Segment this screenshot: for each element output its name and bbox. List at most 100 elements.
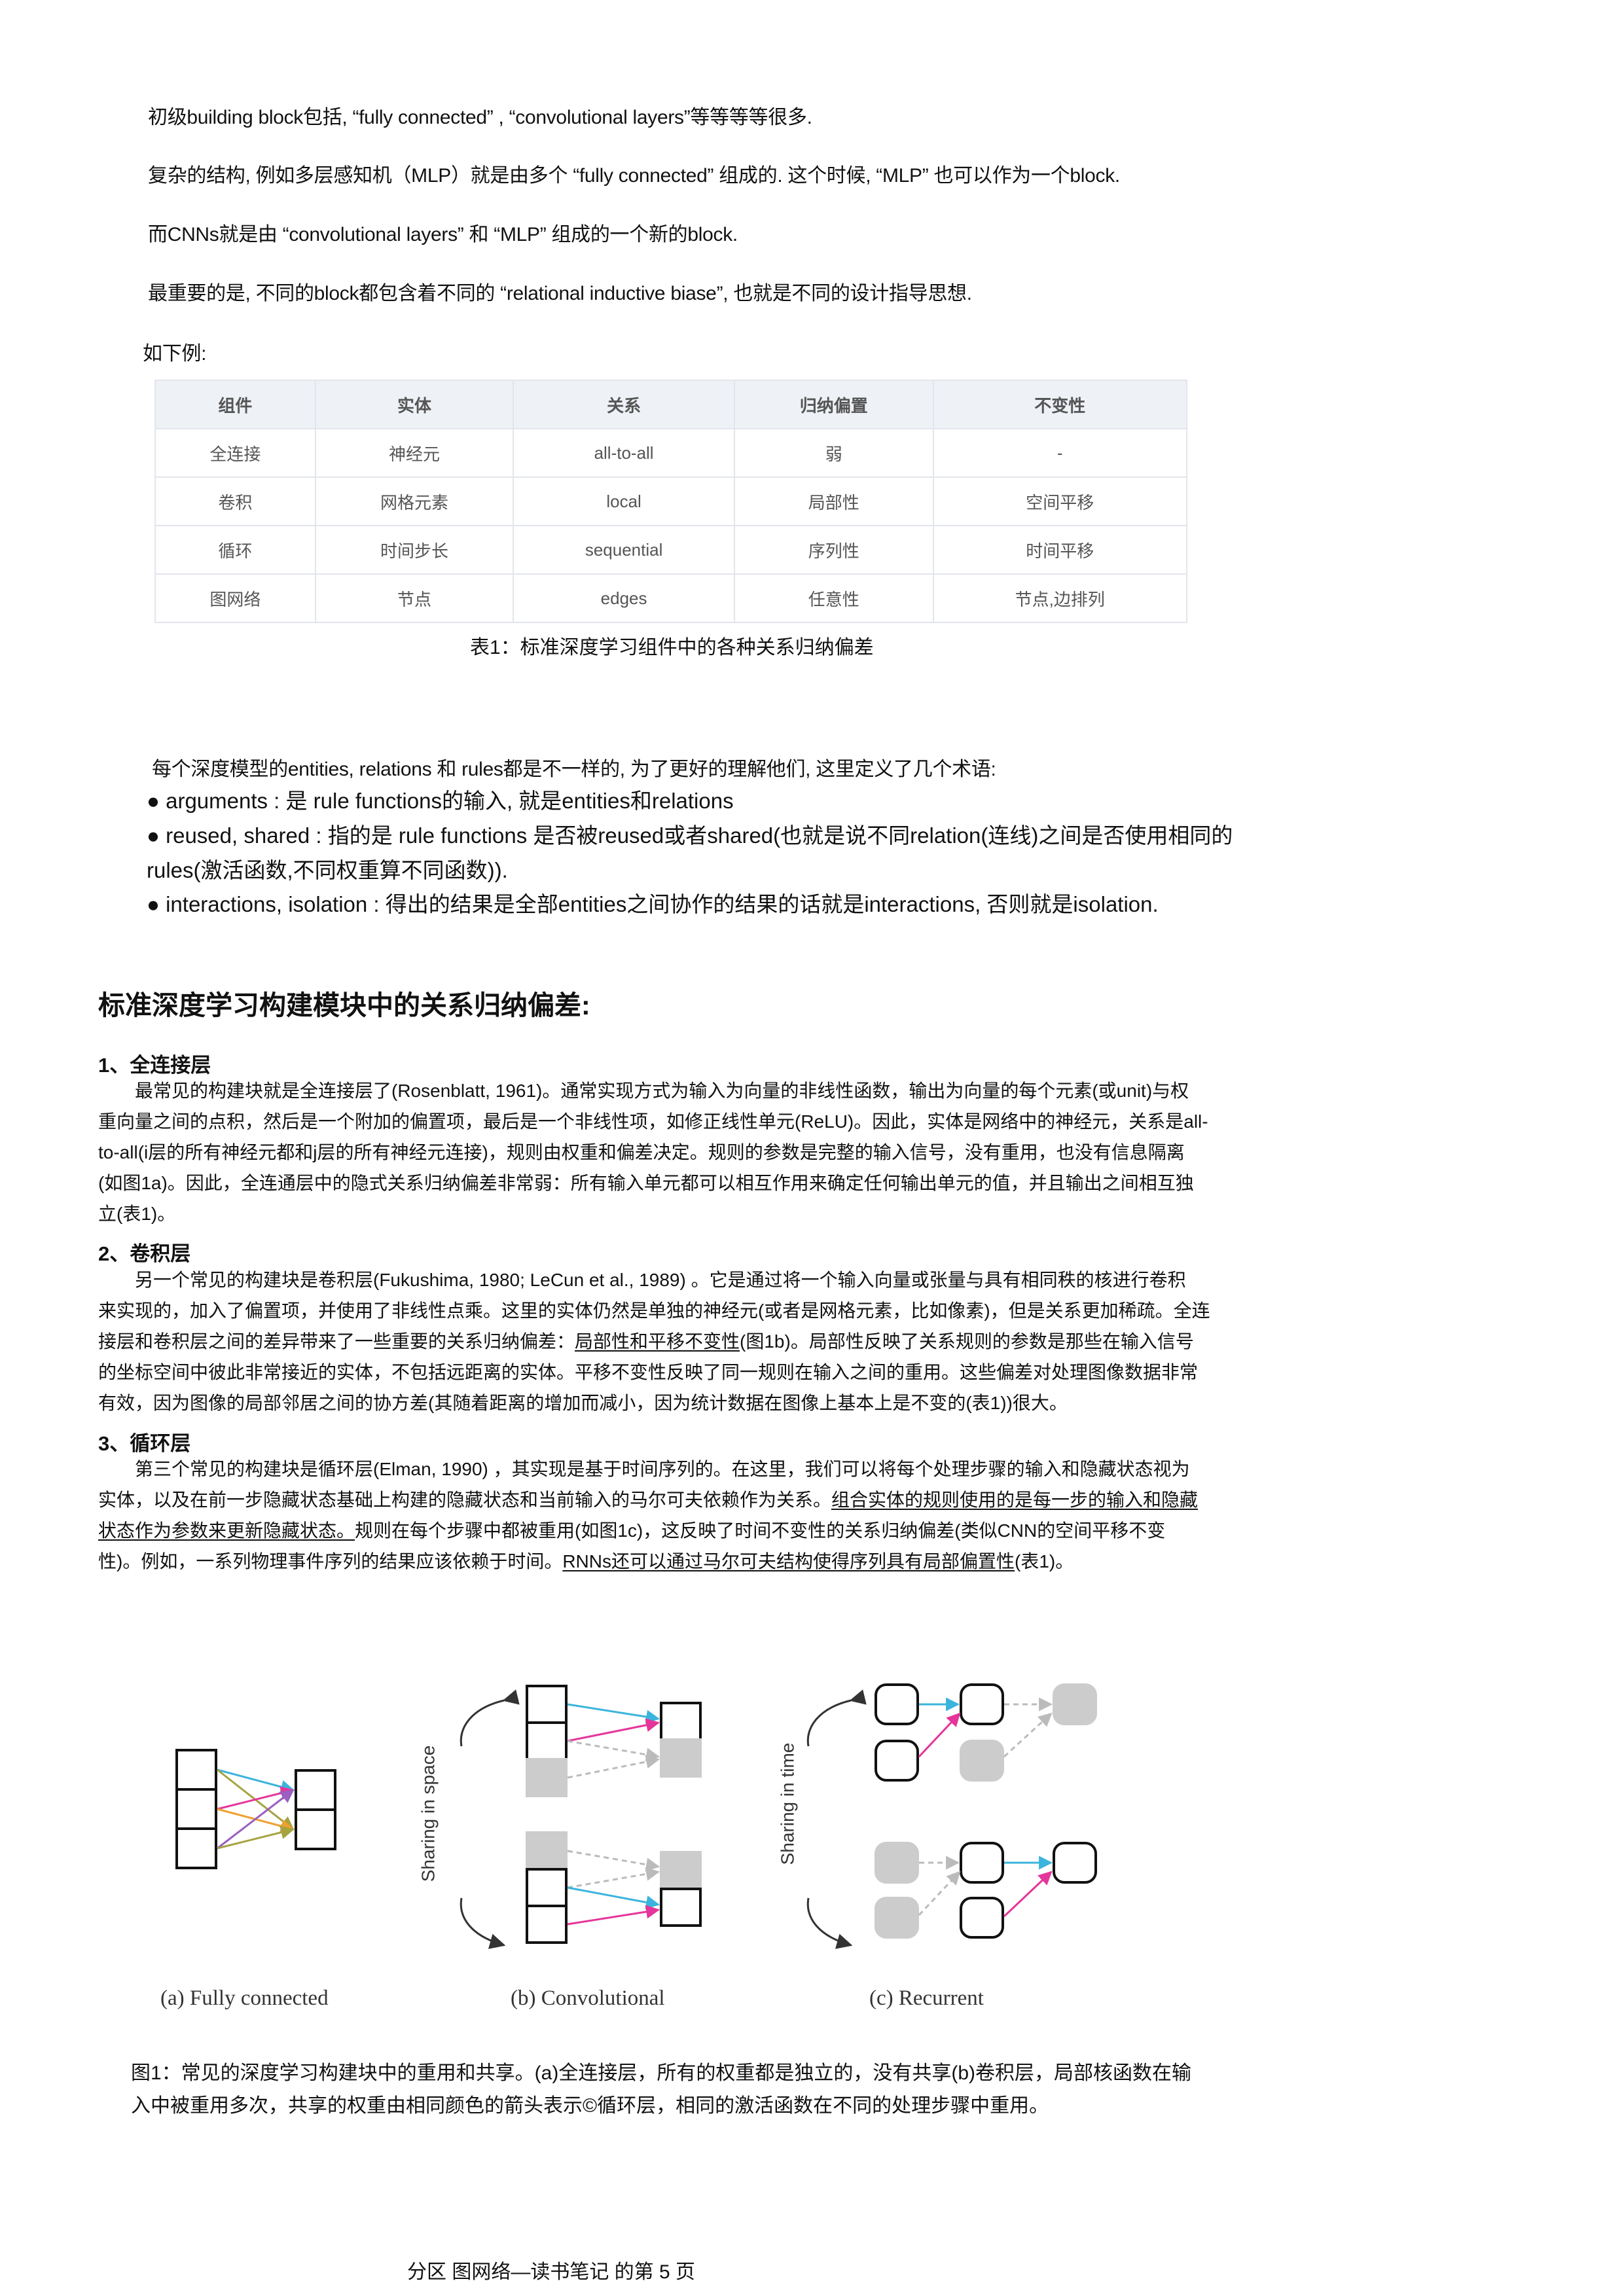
table-cell: sequential [513, 525, 735, 575]
shared-weight-arrow [567, 1886, 660, 1909]
table-caption: 表1：标准深度学习组件中的各种关系归纳偏差 [470, 637, 874, 658]
weight-arrow [217, 1768, 295, 1794]
intro-line-2: 复杂的结构, 例如多层感知机（MLP）就是由多个 “fully connecte… [148, 165, 1120, 187]
text-line: 立(表1)。 [98, 1204, 176, 1224]
subsection-heading-conv: 2、卷积层 [98, 1242, 191, 1265]
text-line: 实体，以及在前一步隐藏状态基础上构建的隐藏状态和当前输入的马尔可夫依赖作为关系。… [98, 1484, 1211, 1515]
table-header: 关系 [513, 380, 735, 429]
figure-label-c: (c) Recurrent [869, 1986, 984, 2010]
hidden-state-node-inactive [875, 1842, 919, 1884]
table-cell: - [932, 428, 1187, 478]
inactive-arrow [567, 1740, 660, 1762]
paragraph-fully-connected: 最常见的构建块就是全连接层了(Rosenblatt, 1961)。通常实现方式为… [98, 1075, 1211, 1229]
fully-connected-diagram [175, 1749, 336, 1869]
table-cell: 卷积 [154, 476, 316, 526]
table-row: 卷积 网格元素 local 局部性 空间平移 [154, 476, 1187, 526]
hidden-state-node [1053, 1842, 1097, 1884]
output-node [660, 1702, 702, 1741]
inactive-arrow [1003, 1712, 1053, 1758]
text-segment: 规则在每个步骤中都被重用(如图1c)，这反映了时间不变性的关系归纳偏差(类似CN… [355, 1520, 1166, 1541]
table-header: 归纳偏置 [733, 380, 934, 429]
table-cell: 神经元 [314, 428, 514, 478]
table-cell: all-to-all [513, 428, 735, 478]
sharing-in-space-label: Sharing in space [418, 1745, 439, 1882]
term-reused-shared-cont: rules(激活函数,不同权重算不同函数)). [147, 858, 508, 882]
table-cell: 节点,边排列 [932, 573, 1187, 623]
intro-line-4: 最重要的是, 不同的block都包含着不同的 “relational induc… [148, 283, 972, 304]
table-cell: edges [513, 573, 735, 623]
underlined-text: RNNs还可以通过马尔可夫结构使得序列具有局部偏置性 [562, 1551, 1015, 1571]
input-node [526, 1905, 568, 1944]
section-title: 标准深度学习构建模块中的关系归纳偏差: [98, 990, 590, 1020]
hidden-state-node-inactive [1053, 1683, 1097, 1725]
underlined-text: 组合实体的规则使用的是每一步的输入和隐藏 [831, 1490, 1199, 1510]
table-header: 实体 [314, 380, 514, 429]
paragraph-recurrent: 第三个常见的构建块是循环层(Elman, 1990) ，其实现是基于时间序列的。… [98, 1454, 1211, 1577]
output-node [295, 1769, 336, 1811]
inactive-arrow [918, 1871, 961, 1916]
table-cell: 时间步长 [314, 525, 514, 575]
table-header-row: 组件 实体 关系 归纳偏置 不变性 [154, 380, 1187, 429]
weight-arrow [217, 1768, 295, 1831]
sharing-arc-bottom [806, 1897, 853, 1949]
input-node-inactive [875, 1897, 919, 1939]
text-line: (如图1a)。因此，全连通层中的隐式关系归纳偏差非常弱：所有输入单元都可以相互作… [98, 1173, 1194, 1193]
figure-caption-line-2: 入中被重用多次，共享的权重由相同颜色的箭头表示©循环层，相同的激活函数在不同的处… [131, 2095, 1049, 2117]
input-node [526, 1685, 568, 1724]
text-line: 另一个常见的构建块是卷积层(Fukushima, 1980; LeCun et … [135, 1270, 1186, 1290]
inactive-arrow [567, 1867, 660, 1889]
weight-arrow [217, 1789, 295, 1850]
term-arguments: ● arguments : 是 rule functions的输入, 就是ent… [147, 789, 734, 813]
text-line: 来实现的，加入了偏置项，并使用了非线性点乘。这里的实体仍然是单独的神经元(或者是… [98, 1300, 1210, 1321]
weight-arrow [217, 1786, 295, 1810]
table-cell: 任意性 [733, 573, 934, 623]
subsection-heading-fc: 1、全连接层 [98, 1054, 211, 1077]
text-line: 最常见的构建块就是全连接层了(Rosenblatt, 1961)。通常实现方式为… [135, 1081, 1189, 1101]
table-cell: 网格元素 [314, 476, 514, 526]
text-segment: (表1)。 [1015, 1551, 1074, 1571]
input-node [875, 1740, 919, 1782]
table-cell: 循环 [154, 525, 316, 575]
term-reused-shared: ● reused, shared : 指的是 rule functions 是否… [147, 823, 1233, 848]
text-segment: (图1b)。局部性反映了关系规则的参数是那些在输入信号 [740, 1331, 1194, 1352]
weight-arrow [217, 1808, 295, 1833]
text-line: 第三个常见的构建块是循环层(Elman, 1990) ，其实现是基于时间序列的。… [135, 1459, 1190, 1479]
shared-weight-arrow [567, 1905, 660, 1926]
output-node-inactive [660, 1738, 702, 1778]
table-cell: 序列性 [733, 525, 934, 575]
text-segment: 性)。例如，一系列物理事件序列的结果应该依赖于时间。 [98, 1551, 563, 1571]
text-line: 有效，因为图像的局部邻居之间的协方差(其随着距离的增加而减小，因为统计数据在图像… [98, 1393, 1068, 1413]
table-cell: 弱 [733, 428, 934, 478]
sharing-in-time-label: Sharing in time [777, 1742, 798, 1865]
text-segment: 接层和卷积层之间的差异带来了一些重要的关系归纳偏差： [98, 1331, 575, 1352]
underlined-text: 局部性和平移不变性 [575, 1331, 740, 1352]
input-node-inactive [960, 1740, 1004, 1782]
table-cell: 局部性 [733, 476, 934, 526]
text-line: 接层和卷积层之间的差异带来了一些重要的关系归纳偏差：局部性和平移不变性(图1b)… [98, 1326, 1211, 1357]
table-cell: 空间平移 [932, 476, 1187, 526]
convolutional-diagram [460, 1685, 702, 1949]
table-cell: local [513, 476, 735, 526]
term-interactions: ● interactions, isolation : 得出的结果是全部enti… [147, 892, 1159, 916]
paragraph-convolutional: 另一个常见的构建块是卷积层(Fukushima, 1980; LeCun et … [98, 1265, 1211, 1418]
input-node-inactive [526, 1831, 568, 1871]
input-weight-arrow [1003, 1871, 1053, 1918]
recurrent-diagram [806, 1683, 1097, 1949]
input-weight-arrow [918, 1712, 961, 1758]
hidden-state-node [875, 1683, 919, 1725]
table-cell: 全连接 [154, 428, 316, 478]
input-node [526, 1868, 568, 1907]
shared-weight-arrow [567, 1718, 660, 1742]
table-header: 不变性 [932, 380, 1187, 429]
table-cell: 图网络 [154, 573, 316, 623]
underlined-text: 状态作为参数来更新隐藏状态。 [98, 1520, 355, 1541]
table-cell: 节点 [314, 573, 514, 623]
figure-caption-line-1: 图1：常见的深度学习构建块中的重用和共享。(a)全连接层，所有的权重都是独立的，… [131, 2062, 1192, 2084]
hidden-state-node [960, 1683, 1004, 1725]
weight-arrow [217, 1825, 295, 1850]
shared-weight-arrow [567, 1703, 660, 1724]
text-segment: 实体，以及在前一步隐藏状态基础上构建的隐藏状态和当前输入的马尔可夫依赖作为关系。 [98, 1490, 832, 1510]
table-cell: 时间平移 [932, 525, 1187, 575]
input-node [175, 1788, 217, 1830]
output-node-inactive [660, 1851, 702, 1890]
